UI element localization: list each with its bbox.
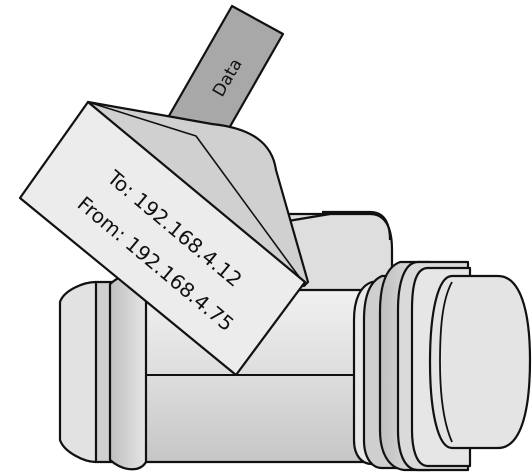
pipe-right-cap — [430, 276, 530, 448]
pipe-left-ring — [110, 274, 146, 469]
